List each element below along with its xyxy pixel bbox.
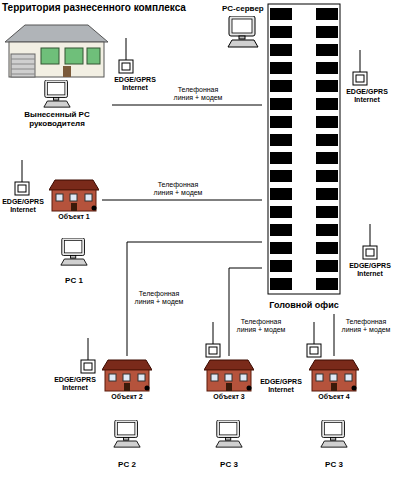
line-label: Телефонная линия + модем [131, 290, 187, 306]
phone-line [102, 200, 262, 201]
node-title: Объект 3 [200, 393, 258, 401]
pc-icon [61, 238, 87, 265]
pc-icon [44, 80, 70, 107]
object-building [204, 360, 254, 391]
device-label: PC-сервер [222, 4, 282, 13]
antenna-icon [363, 224, 377, 259]
site-node: Вынесенный PC руководителя [2, 22, 112, 134]
antenna-icon [119, 38, 133, 73]
object-building [309, 360, 359, 391]
node-caption: PC 3 [200, 460, 258, 469]
object-building [49, 180, 99, 211]
phone-line [127, 242, 262, 356]
node-caption: PC 1 [46, 276, 102, 285]
line-label: Телефонная линия + модем [150, 181, 206, 197]
node-caption: PC 3 [304, 460, 364, 469]
office-node: Головной офис [262, 2, 346, 314]
network-label: EDGE/GPRS Internet [0, 198, 46, 214]
antenna-icon [81, 338, 95, 373]
node-caption: PC 2 [97, 460, 157, 469]
site-node: Объект 3 PC 3 [200, 356, 258, 474]
pc-icon [321, 420, 347, 447]
line-label: Телефонная линия + модем [170, 86, 226, 102]
office-windows [268, 8, 340, 290]
server-pc-icon [228, 16, 258, 47]
diagram-title: Территория разнесенного комплекса [2, 2, 217, 14]
phone-line [112, 105, 262, 106]
line-label: Телефонная линия + модем [233, 318, 289, 334]
site-node: Объект 4 PC 3 [304, 356, 364, 474]
office-building [268, 4, 340, 294]
antenna-icon [206, 322, 220, 357]
network-label: EDGE/GPRS Internet [347, 262, 393, 278]
manager-house [5, 25, 108, 77]
site-node: Объект 2 PC 2 [97, 356, 157, 474]
pc-icon [114, 420, 140, 447]
node-title: Головной офис [262, 300, 346, 310]
antenna-icon [15, 160, 29, 195]
node-title: Объект 4 [304, 393, 364, 401]
pc-icon [216, 420, 242, 447]
site-node: Объект 1 PC 1 [46, 176, 102, 288]
phone-line [229, 268, 262, 356]
network-label: EDGE/GPRS Internet [344, 88, 390, 104]
node-title: Объект 1 [46, 213, 102, 221]
line-label: Телефонная линия + модем [338, 318, 394, 334]
network-label: EDGE/GPRS Internet [112, 76, 158, 92]
network-label: EDGE/GPRS Internet [258, 378, 304, 394]
antenna-icon [353, 50, 367, 85]
network-label: EDGE/GPRS Internet [52, 376, 98, 392]
node-title: Вынесенный PC руководителя [20, 110, 94, 128]
phone-line [334, 314, 335, 356]
antenna-icon [307, 322, 321, 357]
object-building [102, 360, 152, 391]
node-title: Объект 2 [97, 393, 157, 401]
